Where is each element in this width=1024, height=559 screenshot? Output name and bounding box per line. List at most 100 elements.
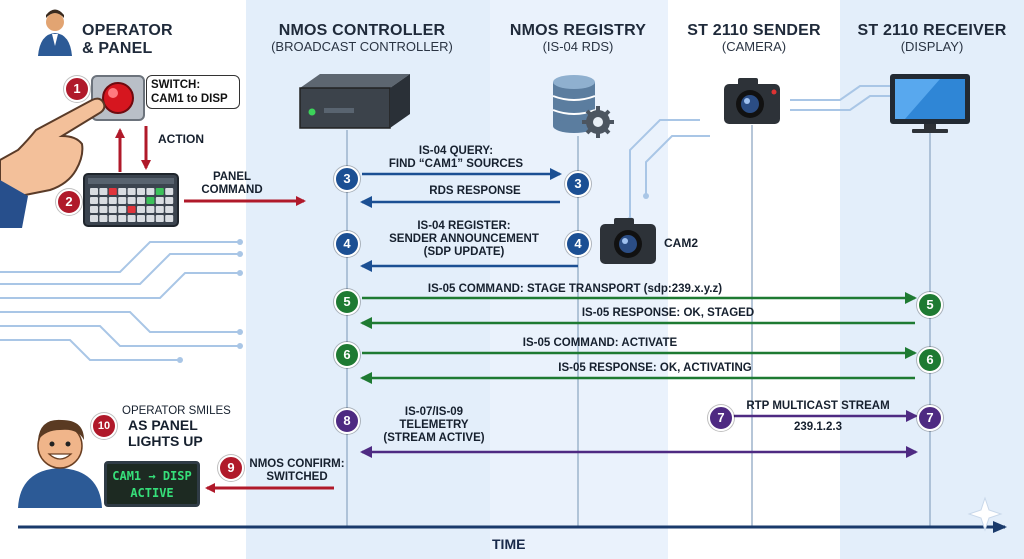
panel-key [165,206,174,213]
header-controller: NMOS CONTROLLER (BROADCAST CONTROLLER) [262,22,462,55]
database-gear-icon [552,75,614,138]
operator-smiles-line3: LIGHTS UP [128,432,203,449]
panel-key [155,197,164,204]
panel-key [137,188,145,195]
rtp-stream-line1: RTP MULTICAST STREAM [746,400,890,412]
operator-smiles-line1: OPERATOR SMILES [122,405,231,417]
camera-icon [724,78,780,124]
panel-key [127,206,136,213]
panel-key [137,215,145,222]
step-2-badge: 2 [56,189,82,215]
telemetry-line2: TELEMETRY [399,418,469,431]
panel-key [146,206,155,213]
telemetry-line1: IS-07/IS-09 [404,406,464,418]
switch-callout-line2: CAM1 to DISP [151,93,228,105]
panel-key [99,215,108,222]
panel-key [118,197,127,204]
rtp-stream-line2: 239.1.2.3 [794,420,842,433]
operator-smiles-line2: AS PANEL [128,416,198,433]
panel-key [137,197,145,204]
header-controller-subtitle: (BROADCAST CONTROLLER) [271,39,453,55]
panel-status-display: CAM1 → DISP ACTIVE [104,461,200,507]
header-controller-title: NMOS CONTROLLER [278,22,446,39]
panel-key [90,215,98,222]
panel-status-line1: CAM1 → DISP [112,469,192,483]
camera-icon [600,218,656,264]
header-sender-subtitle: (CAMERA) [721,39,787,55]
step-4-badge-controller: 4 [334,231,360,257]
panel-key [127,215,136,222]
header-registry-subtitle: (IS-04 RDS) [542,39,614,55]
panel-key [90,188,98,195]
panel-key [165,197,174,204]
nmos-confirm-label: NMOS CONFIRM: SWITCHED [244,458,350,484]
panel-command-label: PANEL COMMAND [196,171,268,197]
action-label: ACTION [158,132,204,146]
person-icon [38,9,72,56]
step-7-badge-sender: 7 [708,405,734,431]
panel-key [108,215,117,222]
cam2-label: CAM2 [664,236,699,250]
header-receiver: ST 2110 RECEIVER (DISPLAY) [844,22,1020,55]
panel-key [118,206,127,213]
monitor-icon [890,74,970,133]
sparkle-icon [967,496,1003,532]
server-icon [299,74,410,129]
nmos-confirm-line1: NMOS CONFIRM: [249,458,345,470]
panel-key [108,188,117,195]
header-operator-title: OPERATOR [82,22,173,39]
is04-register-label: IS-04 REGISTER: SENDER ANNOUNCEMENT (SDP… [374,220,554,259]
panel-key [155,215,164,222]
panel-key [99,197,108,204]
time-axis-label: TIME [492,536,526,552]
is04-query-line1: IS-04 QUERY: [418,145,494,157]
header-receiver-subtitle: (DISPLAY) [900,39,964,55]
panel-key [137,206,145,213]
rds-response-label: RDS RESPONSE [429,185,521,197]
is04-register-line1: IS-04 REGISTER: [417,220,511,232]
smiling-person-icon [18,419,102,508]
panel-key [127,188,136,195]
step-9-badge: 9 [218,455,244,481]
is05-staged-response-label: IS-05 RESPONSE: OK, STAGED [581,307,755,319]
telemetry-line3: (STREAM ACTIVE) [383,431,485,444]
switch-callout-line1: SWITCH: [151,79,201,91]
header-operator: OPERATOR & PANEL [82,22,192,59]
step-3-badge-controller: 3 [334,166,360,192]
is04-query-line2: FIND “CAM1” SOURCES [388,157,524,170]
is04-query-label: IS-04 QUERY: FIND “CAM1” SOURCES [366,145,546,171]
panel-key [99,188,108,195]
step-8-badge: 8 [334,408,360,434]
panel-command-line2: COMMAND [201,183,263,196]
step-5-badge-receiver: 5 [917,292,943,318]
panel-key [90,206,98,213]
panel-key [146,188,155,195]
step-10-badge: 10 [91,413,117,439]
rtp-stream-label: RTP MULTICAST STREAM 239.1.2.3 [738,400,898,434]
step-3-badge-registry: 3 [565,171,591,197]
panel-key [127,197,136,204]
step-7-badge-receiver: 7 [917,405,943,431]
switch-callout: SWITCH: CAM1 to DISP [146,75,240,109]
is05-activating-response-label: IS-05 RESPONSE: OK, ACTIVATING [558,362,752,374]
telemetry-label: IS-07/IS-09 TELEMETRY (STREAM ACTIVE) [374,406,494,445]
panel-key [165,188,174,195]
panel-key [99,206,108,213]
panel-command-line1: PANEL [212,171,252,183]
is04-register-line3: (SDP UPDATE) [423,245,505,258]
panel-key [118,188,127,195]
nmos-confirm-line2: SWITCHED [266,470,328,483]
header-registry-title: NMOS REGISTRY [509,22,647,39]
panel-key [155,206,164,213]
step-6-badge-receiver: 6 [917,347,943,373]
circuit-traces [0,85,890,361]
panel-status-line2: ACTIVE [130,486,174,500]
panel-key [165,215,174,222]
step-5-badge-controller: 5 [334,289,360,315]
panel-key [108,206,117,213]
is05-stage-command-label: IS-05 COMMAND: STAGE TRANSPORT (sdp:239.… [427,283,723,295]
operator-smiles-label: OPERATOR SMILES AS PANEL LIGHTS UP [122,405,231,449]
pointing-hand-icon [0,97,106,228]
header-receiver-title: ST 2110 RECEIVER [857,22,1007,39]
